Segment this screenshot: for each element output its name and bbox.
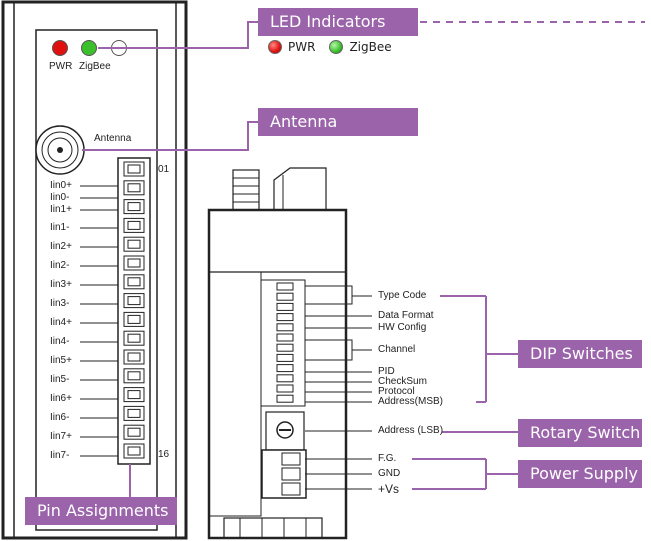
dip-label-protocol: Protocol bbox=[378, 386, 415, 397]
terminal-slot bbox=[123, 387, 145, 403]
led-legend: PWR ZigBee bbox=[268, 40, 392, 54]
zigbee-led-icon bbox=[81, 40, 97, 56]
terminal-slot bbox=[123, 199, 145, 215]
terminal-slot bbox=[123, 405, 145, 421]
pin-label: Iin1- bbox=[50, 222, 70, 233]
dip-switch bbox=[276, 282, 294, 291]
rotary-switch-callout: Rotary Switch bbox=[518, 419, 642, 447]
terminal-slot bbox=[123, 311, 145, 327]
dip-label-hw-config: HW Config bbox=[378, 322, 427, 333]
dip-switch-bank bbox=[276, 282, 294, 403]
panel-pwr-label: PWR bbox=[49, 61, 73, 72]
dip-label-pid: PID bbox=[378, 366, 395, 377]
terminal-slot bbox=[123, 255, 145, 271]
green-led-icon bbox=[329, 40, 344, 54]
terminal-slot bbox=[123, 424, 145, 440]
front-panel-outline bbox=[1, 0, 188, 540]
terminal-slot bbox=[123, 180, 145, 196]
terminal-slots bbox=[123, 161, 145, 459]
pin-label: Iin2+ bbox=[50, 241, 72, 252]
dip-switches-callout: DIP Switches bbox=[518, 340, 642, 368]
pin-label: Iin0- bbox=[50, 192, 70, 203]
led-indicators-callout: LED Indicators bbox=[258, 8, 418, 36]
terminal-last-number: 16 bbox=[158, 449, 170, 460]
pin-label: Iin6- bbox=[50, 412, 70, 423]
pin-label: Iin7- bbox=[50, 450, 70, 461]
front-panel-inner bbox=[35, 29, 158, 531]
pin-label: Iin0+ bbox=[50, 180, 72, 191]
legend-pwr-label: PWR bbox=[288, 40, 316, 54]
terminal-slot bbox=[123, 293, 145, 309]
pwr-led-icon bbox=[52, 40, 68, 56]
terminal-slot bbox=[123, 443, 145, 459]
terminal-slot bbox=[123, 236, 145, 252]
pin-label: Iin5- bbox=[50, 374, 70, 385]
pin-label: Iin6+ bbox=[50, 393, 72, 404]
power-label-fg: F.G. bbox=[378, 453, 397, 464]
antenna-callout: Antenna bbox=[258, 108, 418, 136]
dip-label-data-format: Data Format bbox=[378, 310, 434, 321]
pin-label: Iin5+ bbox=[50, 355, 72, 366]
pin-label: Iin4+ bbox=[50, 317, 72, 328]
pin-label: Iin2- bbox=[50, 260, 70, 271]
pin-label: Iin1+ bbox=[50, 204, 72, 215]
panel-zigbee-label: ZigBee bbox=[79, 61, 111, 72]
rotary-label-address-lsb: Address (LSB) bbox=[378, 425, 444, 436]
dip-label-type-code: Type Code bbox=[378, 290, 427, 301]
legend-zigbee-label: ZigBee bbox=[349, 40, 392, 54]
power-label-gnd: GND bbox=[378, 468, 401, 479]
dip-switch bbox=[276, 353, 294, 362]
pin-label: Iin4- bbox=[50, 336, 70, 347]
power-supply-callout: Power Supply bbox=[518, 460, 642, 488]
terminal-slot bbox=[123, 217, 145, 233]
panel-antenna-label: Antenna bbox=[94, 133, 132, 144]
dip-switch bbox=[276, 292, 294, 301]
power-label-vs: +Vs bbox=[378, 482, 400, 496]
pin-assignments-callout: Pin Assignments bbox=[25, 497, 177, 525]
red-led-icon bbox=[268, 40, 282, 54]
terminal-slot bbox=[123, 368, 145, 384]
dip-switch bbox=[276, 384, 294, 393]
terminal-slot bbox=[123, 330, 145, 346]
dip-switch bbox=[276, 323, 294, 332]
dip-switch bbox=[276, 313, 294, 322]
dip-switch bbox=[276, 333, 294, 342]
dip-switch bbox=[276, 394, 294, 403]
pin-label: Iin7+ bbox=[50, 431, 72, 442]
terminal-first-number: 01 bbox=[158, 164, 170, 175]
dip-switch bbox=[276, 302, 294, 311]
terminal-slot bbox=[123, 274, 145, 290]
pin-label: Iin3+ bbox=[50, 279, 72, 290]
dip-switch bbox=[276, 364, 294, 373]
dip-label-checksum: CheckSum bbox=[378, 376, 427, 387]
terminal-slot bbox=[123, 349, 145, 365]
dip-label-channel: Channel bbox=[378, 344, 416, 355]
dip-switch bbox=[276, 343, 294, 352]
dip-label-address-msb: Address(MSB) bbox=[378, 396, 444, 407]
pin-label: Iin3- bbox=[50, 298, 70, 309]
dip-switch bbox=[276, 374, 294, 383]
terminal-slot bbox=[123, 161, 145, 177]
